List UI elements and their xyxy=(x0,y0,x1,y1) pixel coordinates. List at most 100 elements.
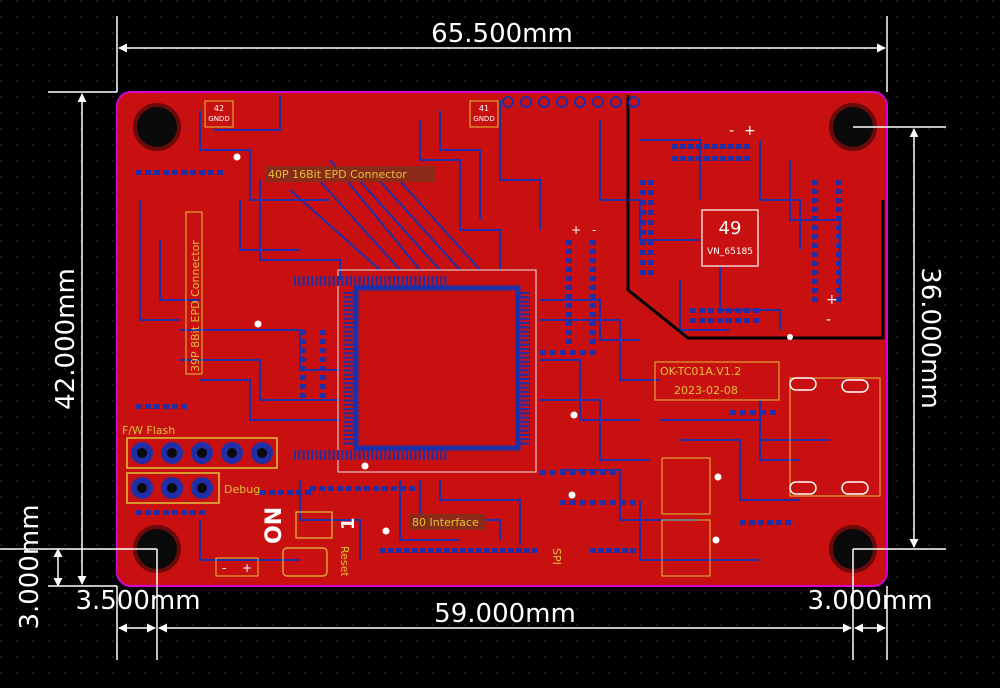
smd-pad xyxy=(749,520,755,525)
mcu-pin xyxy=(344,390,354,393)
mcu-pin xyxy=(328,276,331,286)
mcu-pin xyxy=(384,276,387,286)
mcu-pin xyxy=(520,304,530,307)
smd-pad xyxy=(726,308,732,313)
smd-pad xyxy=(300,375,306,380)
mcu-pin xyxy=(520,330,530,333)
smd-pad xyxy=(476,548,482,553)
smd-pad xyxy=(696,156,702,161)
smd-pad xyxy=(154,510,160,515)
smd-pad xyxy=(590,276,596,281)
mcu-pin xyxy=(435,276,438,286)
dim-hole-offset-left-y: 3.000mm xyxy=(15,504,45,629)
mcu-pin xyxy=(337,450,339,460)
smd-pad xyxy=(744,144,750,149)
mcu-pin xyxy=(380,450,382,460)
smd-pad xyxy=(409,486,415,491)
smd-pad xyxy=(305,490,311,495)
smd-pad xyxy=(622,548,628,553)
smd-pad xyxy=(720,156,726,161)
dim-hole-span-right: 36.000mm xyxy=(915,267,945,409)
mcu-pin xyxy=(520,403,530,406)
smd-pad xyxy=(648,250,654,255)
smd-pad xyxy=(648,220,654,225)
smd-pad xyxy=(346,486,352,491)
mcu-pin xyxy=(319,450,322,460)
header-pin-hole xyxy=(137,483,147,493)
mcu-pin xyxy=(520,339,530,342)
smd-pad xyxy=(163,510,169,515)
smd-pad xyxy=(704,156,710,161)
smd-pad xyxy=(172,404,178,409)
smd-pad xyxy=(836,189,842,194)
smd-pad xyxy=(590,303,596,308)
mcu-pin xyxy=(344,322,354,325)
mcu-pin xyxy=(302,276,305,286)
smd-pad xyxy=(648,210,654,215)
header-pin-hole xyxy=(257,448,267,458)
smd-pad xyxy=(337,486,343,491)
mcu-pin xyxy=(520,382,530,385)
mcu-pin xyxy=(344,309,354,312)
smd-pad xyxy=(717,308,723,313)
smd-pad xyxy=(500,548,506,553)
mcu-pin xyxy=(520,378,530,380)
smd-pad xyxy=(640,230,646,235)
fw-flash-label: F/W Flash xyxy=(122,424,175,437)
smd-pad xyxy=(300,393,306,398)
mcu-pin xyxy=(423,450,425,460)
mcu-pin xyxy=(344,408,354,411)
mcu-pin xyxy=(344,425,354,428)
switch-outline[interactable] xyxy=(295,511,333,539)
mcu-pin xyxy=(380,276,382,286)
mcu-pin xyxy=(384,450,387,460)
mcu-pin xyxy=(444,450,447,460)
smd-pad xyxy=(590,470,596,475)
mcu-pin xyxy=(311,276,314,286)
smd-pad xyxy=(708,318,714,323)
smd-pad xyxy=(640,270,646,275)
usb-slot-left-bottom xyxy=(789,481,817,495)
board-name: OK-TC01A.V1.2 xyxy=(660,365,741,378)
smd-pad xyxy=(566,249,572,254)
smd-pad xyxy=(208,170,214,175)
smd-pad xyxy=(328,486,334,491)
smd-pad xyxy=(614,548,620,553)
inductor-1 xyxy=(661,457,711,515)
smd-pad xyxy=(468,548,474,553)
mcu-pin xyxy=(332,450,335,460)
reset-button-outline[interactable] xyxy=(282,547,328,577)
smd-pad xyxy=(320,348,326,353)
smd-pad xyxy=(812,189,818,194)
mcu-pin xyxy=(427,450,430,460)
smd-pad xyxy=(680,144,686,149)
pcb-board[interactable] xyxy=(116,91,888,587)
smd-pad xyxy=(740,410,746,415)
smd-pad xyxy=(672,156,678,161)
fw-flash-header xyxy=(126,437,278,469)
usb-slot-top xyxy=(841,379,869,393)
smd-pad xyxy=(516,548,522,553)
smd-pad xyxy=(364,486,370,491)
smd-pad xyxy=(136,170,142,175)
smd-pad xyxy=(680,156,686,161)
switch-on-label: ON xyxy=(262,507,287,544)
bottom-layer-traces xyxy=(139,95,841,561)
mcu-pin xyxy=(344,395,354,398)
header-pin-hole xyxy=(197,483,207,493)
pmic-chip[interactable] xyxy=(701,209,759,267)
smd-pad xyxy=(696,144,702,149)
mounting-hole-tl[interactable] xyxy=(133,103,181,151)
mcu-pin xyxy=(344,399,354,402)
smd-pad xyxy=(590,267,596,272)
mcu-pin xyxy=(315,450,318,460)
mcu-pin xyxy=(344,313,354,316)
mcu-pin xyxy=(344,335,354,337)
smd-pad xyxy=(648,230,654,235)
spi-label: SPI xyxy=(550,548,563,565)
mcu-pin xyxy=(344,373,354,376)
mcu-pin xyxy=(328,450,331,460)
smd-pad xyxy=(355,486,361,491)
mcu-pin xyxy=(362,450,365,460)
